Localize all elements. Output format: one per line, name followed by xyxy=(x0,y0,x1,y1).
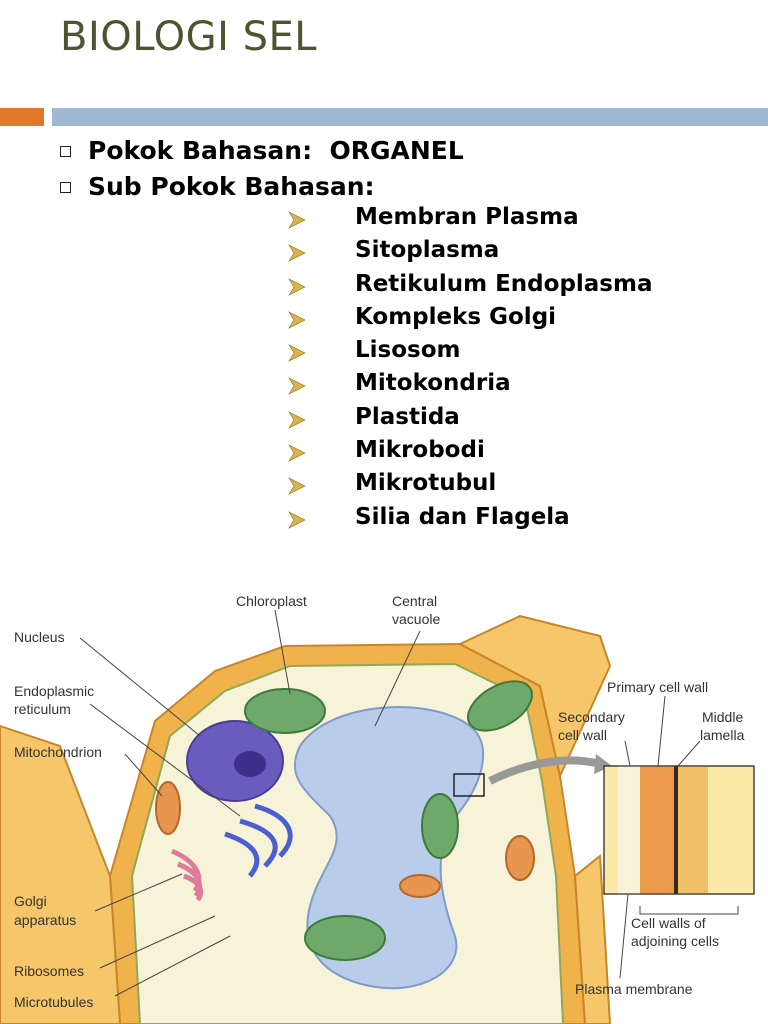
label-mitochondrion: Mitochondrion xyxy=(14,744,102,760)
label-middle-lamella-1: Middle xyxy=(702,709,743,725)
nucleolus xyxy=(234,751,266,777)
wall-detail-secondary xyxy=(618,766,640,894)
list-item-label: Silia dan Flagela xyxy=(355,503,570,530)
bullet-sub-pokok-bahasan: Sub Pokok Bahasan: xyxy=(60,172,375,259)
arrowhead-icon xyxy=(288,510,306,529)
label-golgi-1: Golgi xyxy=(14,893,47,909)
neighbor-cell-right xyxy=(573,854,612,1024)
chloroplast xyxy=(244,688,326,734)
chloroplast xyxy=(467,680,533,732)
arrowhead-icon xyxy=(288,344,306,362)
arrowhead-icon xyxy=(288,477,306,496)
list-item-label: Mikrobodi xyxy=(355,437,485,464)
wall-detail-adjoining xyxy=(678,766,708,894)
arrowhead-icon xyxy=(288,444,306,462)
label-secondary-wall-1: Secondary xyxy=(558,709,625,725)
arrowhead-icon xyxy=(288,277,306,296)
plant-cell-diagram: Chloroplast Central vacuole Nucleus Endo… xyxy=(0,593,755,1024)
label-microtubules: Microtubules xyxy=(14,994,93,1010)
wall-detail-lamella xyxy=(674,766,678,894)
label-er-1: Endoplasmic xyxy=(14,683,94,699)
label-ribosomes: Ribosomes xyxy=(14,963,84,979)
label-central-vacuole-1: Central xyxy=(392,593,437,609)
wall-detail-frame xyxy=(603,765,755,895)
neighbor-cell-left xyxy=(0,724,122,1024)
mitochondrion xyxy=(399,874,441,898)
arrowhead-icon xyxy=(288,211,306,229)
arrowhead-icon xyxy=(288,311,306,329)
list-item-label: Kompleks Golgi xyxy=(355,303,557,330)
label-adjoining-2: adjoining cells xyxy=(631,933,719,949)
bullet-pokok-bahasan: Pokok Bahasan: ORGANEL xyxy=(60,136,464,223)
label-central-vacuole-2: vacuole xyxy=(392,611,440,627)
hollow-square-icon xyxy=(60,146,71,157)
chloroplast xyxy=(304,915,386,961)
list-item-label: Membran Plasma xyxy=(355,204,579,230)
header-accent-orange xyxy=(0,108,44,126)
label-secondary-wall-2: cell wall xyxy=(558,727,607,743)
arrowhead-icon xyxy=(288,377,306,396)
magnify-box xyxy=(453,773,485,797)
leader-lines xyxy=(79,609,739,997)
label-er-2: reticulum xyxy=(14,701,71,717)
label-plasma-membrane: Plasma membrane xyxy=(575,981,693,997)
wall-detail-primary xyxy=(640,766,674,894)
label-nucleus: Nucleus xyxy=(14,629,65,645)
label-middle-lamella-2: lamella xyxy=(700,727,745,743)
endoplasmic-reticulum xyxy=(224,803,293,878)
magnify-arrowhead xyxy=(594,754,612,774)
list-item-label: Retikulum Endoplasma xyxy=(355,270,653,297)
golgi-apparatus xyxy=(170,848,204,902)
list-item-label: Lisosom xyxy=(355,337,461,364)
header-accent-blue xyxy=(52,108,768,126)
bullet-text: Sub Pokok Bahasan: xyxy=(88,172,375,201)
mitochondrion xyxy=(155,781,181,835)
bullet-text: Pokok Bahasan: ORGANEL xyxy=(88,136,464,165)
chloroplast xyxy=(421,793,459,859)
list-item-label: Mikrotubul xyxy=(355,470,497,497)
list-item-label: Plastida xyxy=(355,403,460,430)
label-primary-wall: Primary cell wall xyxy=(607,679,708,695)
arrowhead-icon xyxy=(288,244,306,263)
hollow-square-icon xyxy=(60,182,71,193)
arrowhead-icon xyxy=(288,411,306,429)
neighbor-cell-top xyxy=(457,614,612,780)
label-adjoining-1: Cell walls of xyxy=(631,915,706,931)
list-item-label: Sitoplasma xyxy=(355,237,500,264)
mitochondrion xyxy=(505,835,535,881)
magnify-arrow xyxy=(488,756,602,785)
label-golgi-2: apparatus xyxy=(14,912,76,928)
label-chloroplast: Chloroplast xyxy=(236,593,307,609)
slide-title: BIOLOGI SEL xyxy=(60,14,318,60)
list-item-label: Mitokondria xyxy=(355,370,511,397)
